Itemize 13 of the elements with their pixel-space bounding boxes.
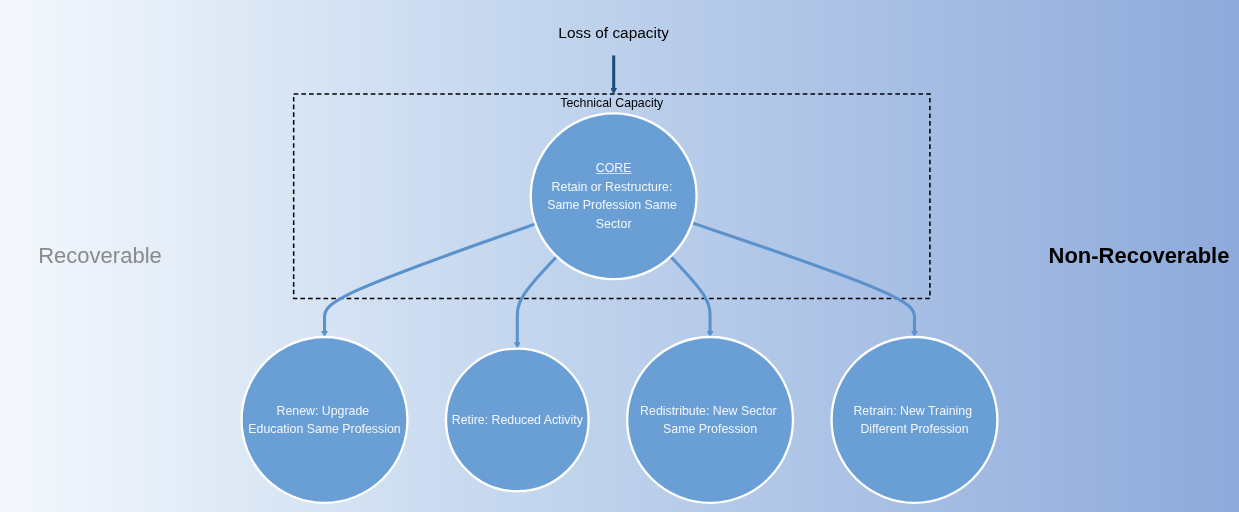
node-circle: Retrain: New Training Different Profession xyxy=(830,335,999,504)
arrow xyxy=(321,222,537,338)
arrow xyxy=(513,255,558,349)
region-label: Recoverable xyxy=(38,243,162,268)
node-circle: CORE Retain or Restructure: Same Profession Same Sector xyxy=(529,112,698,281)
node-circle: Redistribute: New Sector Same Profession xyxy=(626,335,795,504)
arrow xyxy=(669,255,714,338)
region-label: Non-Recoverable xyxy=(1048,243,1230,268)
node-circle: Renew: Upgrade Education Same Profession xyxy=(240,335,409,504)
node-circle: Retire: Reduced Activity xyxy=(444,347,590,493)
node-text: Loss of capacity xyxy=(558,23,669,41)
arrow xyxy=(610,55,618,95)
arrow xyxy=(691,221,918,338)
